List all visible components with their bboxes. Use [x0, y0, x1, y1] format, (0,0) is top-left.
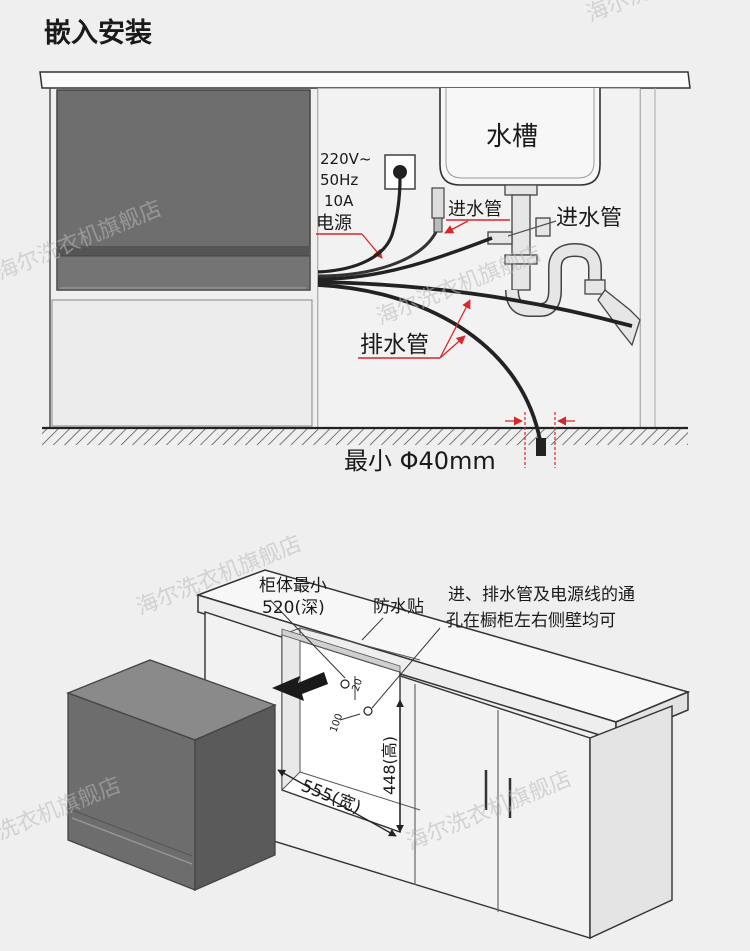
hole-note-line2: 孔在橱柜左右侧壁均可 — [446, 611, 616, 631]
cabinet-depth-line2: 520(深) — [262, 598, 325, 618]
min-drain-dimension: 最小 Φ40mm — [344, 412, 575, 475]
page-title: 嵌入安装 — [44, 18, 152, 49]
drain-pipe-label: 排水管 — [360, 332, 429, 358]
cabinet-depth-line1: 柜体最小 — [259, 576, 327, 596]
hole-note-line1: 进、排水管及电源线的通 — [448, 585, 635, 605]
sink-label: 水槽 — [486, 122, 538, 152]
top-diagram: 水槽 220V~ 50Hz 10A 电源 — [39, 71, 691, 475]
min-drain-label: 最小 Φ40mm — [344, 447, 496, 475]
power-current: 10A — [324, 192, 354, 210]
waterproof-label: 防水贴 — [373, 597, 424, 617]
dishwasher-built-in — [56, 89, 311, 291]
dim-20-label: 20 — [350, 677, 365, 693]
power-cord — [317, 177, 402, 274]
inlet-pipe-label-upper: 进水管 — [448, 199, 502, 220]
inlet-pipe-label-right: 进水管 — [556, 206, 622, 231]
dishwasher-unit — [66, 659, 277, 891]
power-voltage: 220V~ — [320, 150, 371, 168]
insert-arrow-icon — [272, 672, 328, 701]
sink: 水槽 — [439, 88, 601, 186]
height-label: 448(高) — [380, 736, 399, 795]
bottom-diagram: 20 100 448(高) 555(宽) 柜体最小 520(深 — [66, 569, 691, 940]
power-label: 电源 — [316, 213, 352, 234]
drain-hose-to-trap — [317, 280, 633, 328]
inlet-hose — [317, 187, 493, 281]
drain-hose-to-floor — [317, 283, 542, 441]
sink-drain-trap — [487, 184, 641, 347]
power-frequency: 50Hz — [320, 171, 358, 189]
countertop — [39, 71, 691, 89]
watermark: 海尔洗衣机旗舰店 — [583, 0, 750, 28]
